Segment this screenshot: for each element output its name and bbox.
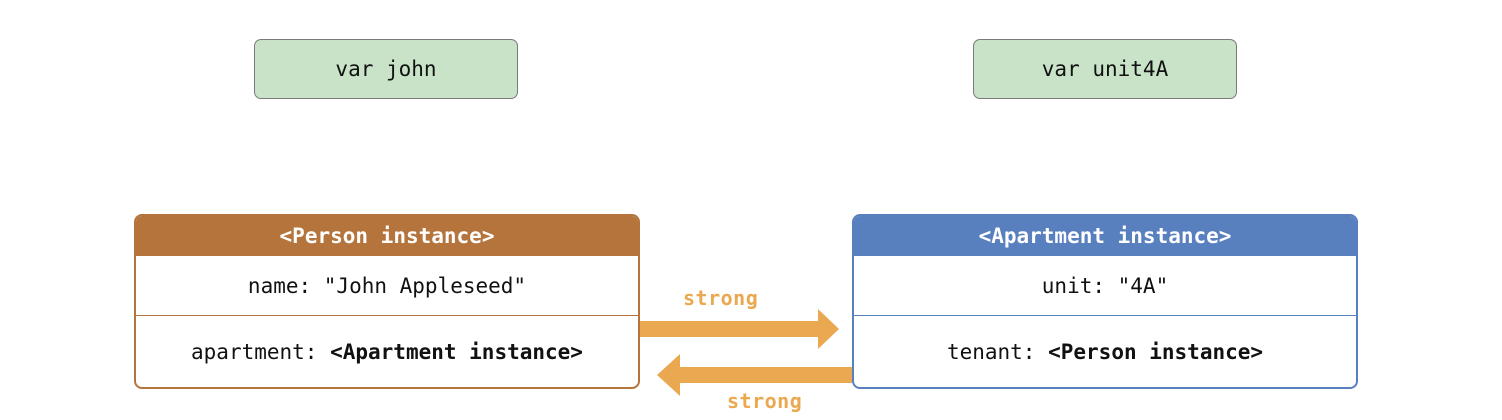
var-john-label: var john [335,57,437,81]
apartment-instance-header: <Apartment instance> [854,216,1356,256]
strong-arrow-person-to-apartment [640,309,839,349]
var-unit4a-box: var unit4A [973,39,1237,99]
strong-label-person-to-apartment: strong [683,286,759,310]
var-unit4a-label: var unit4A [1041,57,1169,81]
person-apartment-value: <Apartment instance> [330,340,583,364]
person-instance-header: <Person instance> [136,216,638,256]
strong-arrow-apartment-to-person [657,354,852,396]
person-name-label: name: [247,273,324,298]
apartment-tenant-value: <Person instance> [1048,340,1264,364]
person-apartment-label: apartment: [191,340,331,364]
person-apartment-row: apartment: <Apartment instance> [136,316,638,387]
apartment-unit-label: unit: [1041,273,1118,298]
apartment-unit-value: "4A" [1117,273,1169,298]
apartment-instance-box: <Apartment instance> unit: "4A" tenant: … [852,214,1358,389]
apartment-tenant-label: tenant: [946,340,1049,364]
person-instance-title: <Person instance> [279,224,495,248]
person-instance-box: <Person instance> name: "John Appleseed"… [134,214,640,389]
apartment-unit-row: unit: "4A" [854,256,1356,316]
strong-label-apartment-to-person: strong [727,389,803,413]
person-name-row: name: "John Appleseed" [136,256,638,316]
apartment-tenant-row: tenant: <Person instance> [854,316,1356,387]
var-john-box: var john [254,39,518,99]
person-name-value: "John Appleseed" [323,273,527,298]
apartment-instance-title: <Apartment instance> [978,224,1232,248]
